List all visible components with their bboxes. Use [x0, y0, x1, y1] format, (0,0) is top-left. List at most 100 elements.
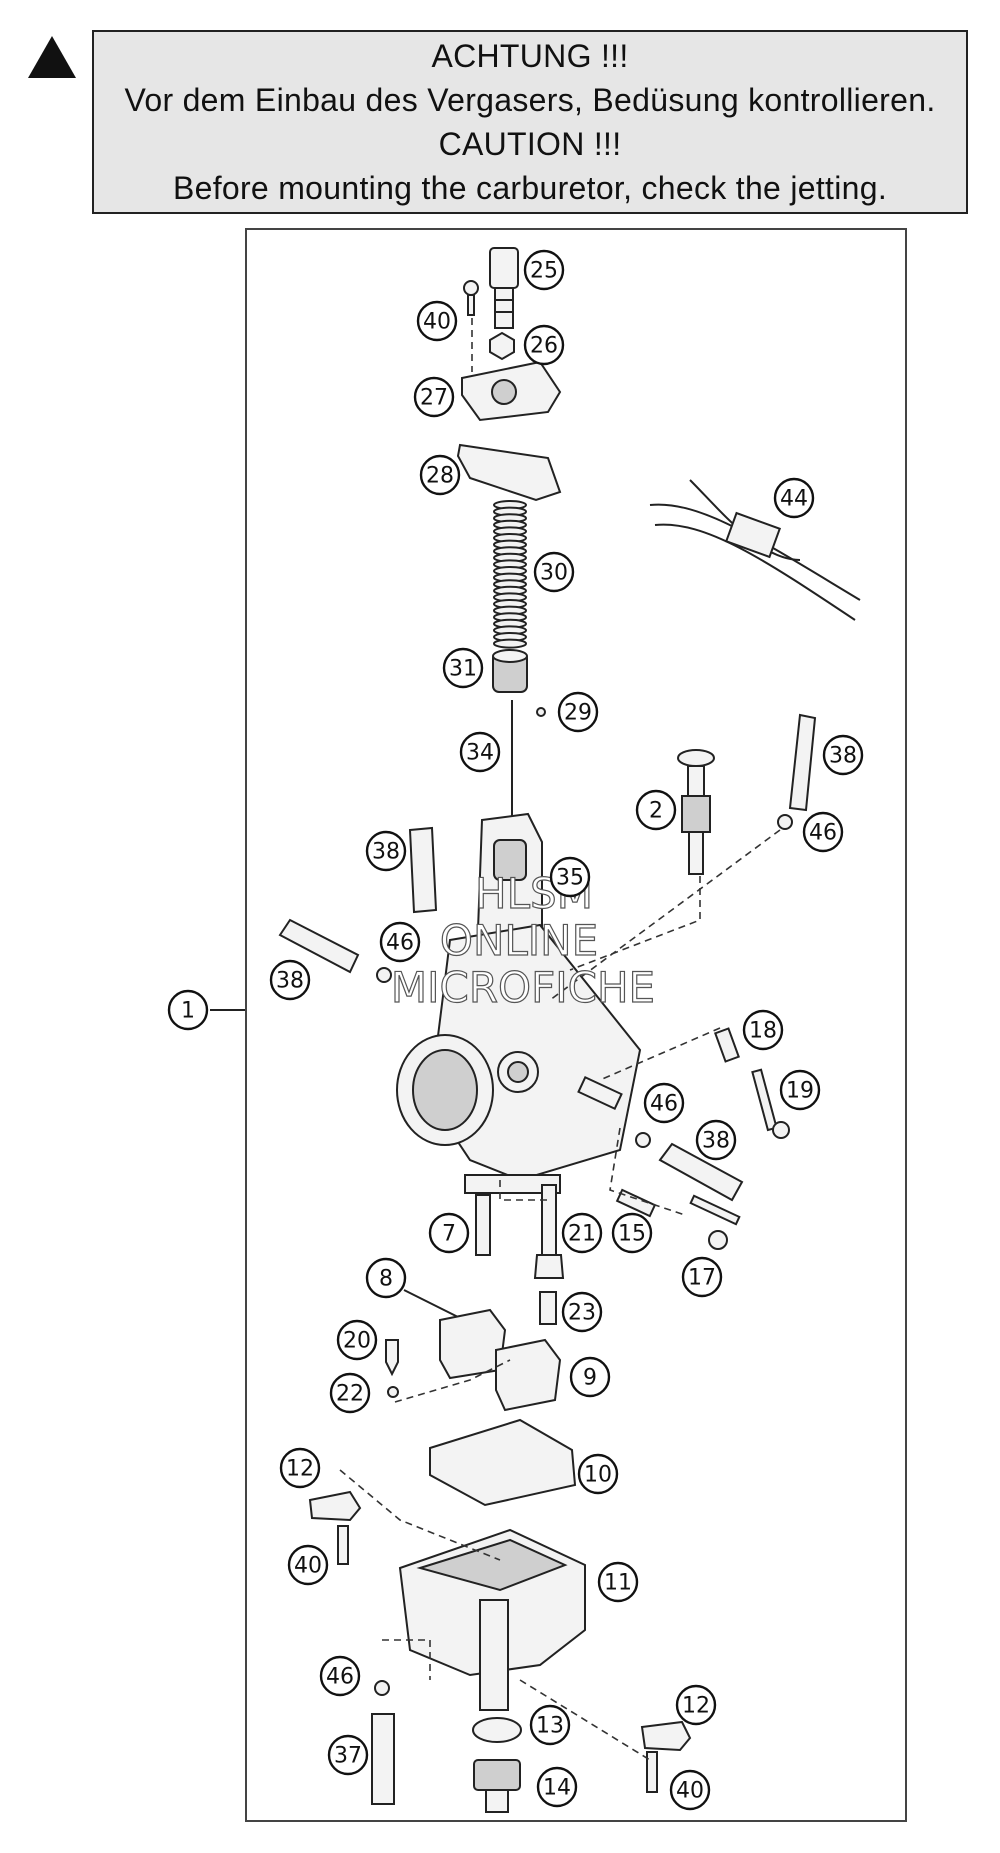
- callout-46: 46: [319, 1655, 361, 1697]
- part-bracket-12b: [640, 1720, 692, 1752]
- part-o-ring: [472, 1717, 522, 1743]
- callout-circle: [742, 1009, 784, 1051]
- cover-boss: [491, 379, 517, 405]
- callout-circle: [379, 921, 421, 963]
- callout-number: 8: [379, 1267, 393, 1292]
- dashed-leader-lines: [339, 318, 781, 1761]
- part-clip-22: [387, 1386, 399, 1398]
- callout-circle: [365, 830, 407, 872]
- part-needle-valve: [385, 1339, 399, 1377]
- callout-20: 20: [336, 1319, 378, 1361]
- callout-number: 40: [423, 310, 451, 335]
- part-jet-23: [539, 1291, 557, 1325]
- watermark-line-3: MICROFICHE: [391, 963, 655, 1012]
- callout-number: 18: [749, 1019, 777, 1044]
- callout-number: 27: [420, 386, 448, 411]
- callout-circle: [428, 1212, 470, 1254]
- callout-circle: [269, 959, 311, 1001]
- callout-number: 23: [568, 1301, 596, 1326]
- callout-46: 46: [802, 811, 844, 853]
- callout-number: 1: [181, 999, 195, 1024]
- part-needle-jet-21: [533, 1184, 565, 1279]
- warning-text-de: Vor dem Einbau des Vergasers, Bedüsung k…: [124, 82, 936, 118]
- part-clip-46c: [635, 1132, 651, 1148]
- callout-circle: [695, 1119, 737, 1161]
- part-bracket-12a: [308, 1490, 362, 1522]
- callout-number: 11: [604, 1571, 632, 1596]
- callout-number: 46: [386, 931, 414, 956]
- assembly-frame: [245, 228, 907, 1822]
- callout-circle: [635, 789, 677, 831]
- callout-circle: [561, 1212, 603, 1254]
- callout-10: 10: [577, 1453, 619, 1495]
- callout-circle: [279, 1447, 321, 1489]
- part-cap-screw: [489, 247, 519, 329]
- callout-circle: [365, 1257, 407, 1299]
- callout-number: 9: [583, 1366, 597, 1391]
- callout-7: 7: [428, 1212, 470, 1254]
- callout-number: 30: [540, 561, 568, 586]
- watermark-line-2: ONLINE: [440, 916, 598, 965]
- callout-number: 46: [326, 1665, 354, 1690]
- part-clip-46a: [777, 814, 793, 830]
- callout-number: 17: [688, 1266, 716, 1291]
- callout-circle: [413, 376, 455, 418]
- callout-circle: [536, 1766, 578, 1808]
- part-screw-40b: [337, 1525, 349, 1565]
- callout-number: 38: [829, 744, 857, 769]
- part-spring-15: [615, 1188, 657, 1218]
- callout-number: 37: [334, 1744, 362, 1769]
- callout-number: 38: [702, 1129, 730, 1154]
- callout-number: 19: [786, 1079, 814, 1104]
- callout-12: 12: [675, 1684, 717, 1726]
- callout-number: 22: [336, 1382, 364, 1407]
- callout-circle: [327, 1734, 369, 1776]
- warning-title-en: CAUTION !!!: [438, 126, 622, 162]
- callout-circle: [822, 734, 864, 776]
- callout-13: 13: [529, 1704, 571, 1746]
- callout-26: 26: [523, 324, 565, 366]
- callout-circle: [533, 551, 575, 593]
- callout-14: 14: [536, 1766, 578, 1808]
- callout-number: 46: [809, 821, 837, 846]
- callout-number: 12: [682, 1694, 710, 1719]
- callout-19: 19: [779, 1069, 821, 1111]
- callout-1: 1: [167, 989, 209, 1031]
- callout-40: 40: [416, 300, 458, 342]
- callout-circle: [802, 811, 844, 853]
- callout-circle: [569, 1356, 611, 1398]
- callout-circle: [336, 1319, 378, 1361]
- callout-30: 30: [533, 551, 575, 593]
- callout-number: 46: [650, 1092, 678, 1117]
- callout-number: 25: [530, 259, 558, 284]
- part-clip-46d: [374, 1680, 390, 1696]
- callout-number: 31: [449, 657, 477, 682]
- callout-28: 28: [419, 454, 461, 496]
- warning-text-en: Before mounting the carburetor, check th…: [172, 170, 888, 206]
- callout-40: 40: [669, 1769, 711, 1811]
- callout-17: 17: [681, 1256, 723, 1298]
- callout-22: 22: [329, 1372, 371, 1414]
- part-slide: [492, 649, 528, 693]
- callout-11: 11: [597, 1561, 639, 1603]
- callout-46: 46: [643, 1082, 685, 1124]
- part-hose-left: [278, 918, 360, 974]
- part-spring-18: [714, 1027, 740, 1063]
- callout-31: 31: [442, 647, 484, 689]
- callout-number: 40: [676, 1779, 704, 1804]
- caution-notice: ACHTUNG !!! Vor dem Einbau des Vergasers…: [92, 30, 968, 214]
- part-nut: [489, 331, 515, 361]
- callout-12: 12: [279, 1447, 321, 1489]
- part-jet-7: [475, 1194, 491, 1256]
- callout-circle: [523, 249, 565, 291]
- callout-38: 38: [269, 959, 311, 1001]
- callout-circle: [416, 300, 458, 342]
- callout-circle: [557, 691, 599, 733]
- callout-21: 21: [561, 1212, 603, 1254]
- part-float-gasket: [429, 1418, 577, 1507]
- callout-number: 7: [442, 1222, 456, 1247]
- part-screw-top: [463, 280, 479, 316]
- callout-number: 28: [426, 464, 454, 489]
